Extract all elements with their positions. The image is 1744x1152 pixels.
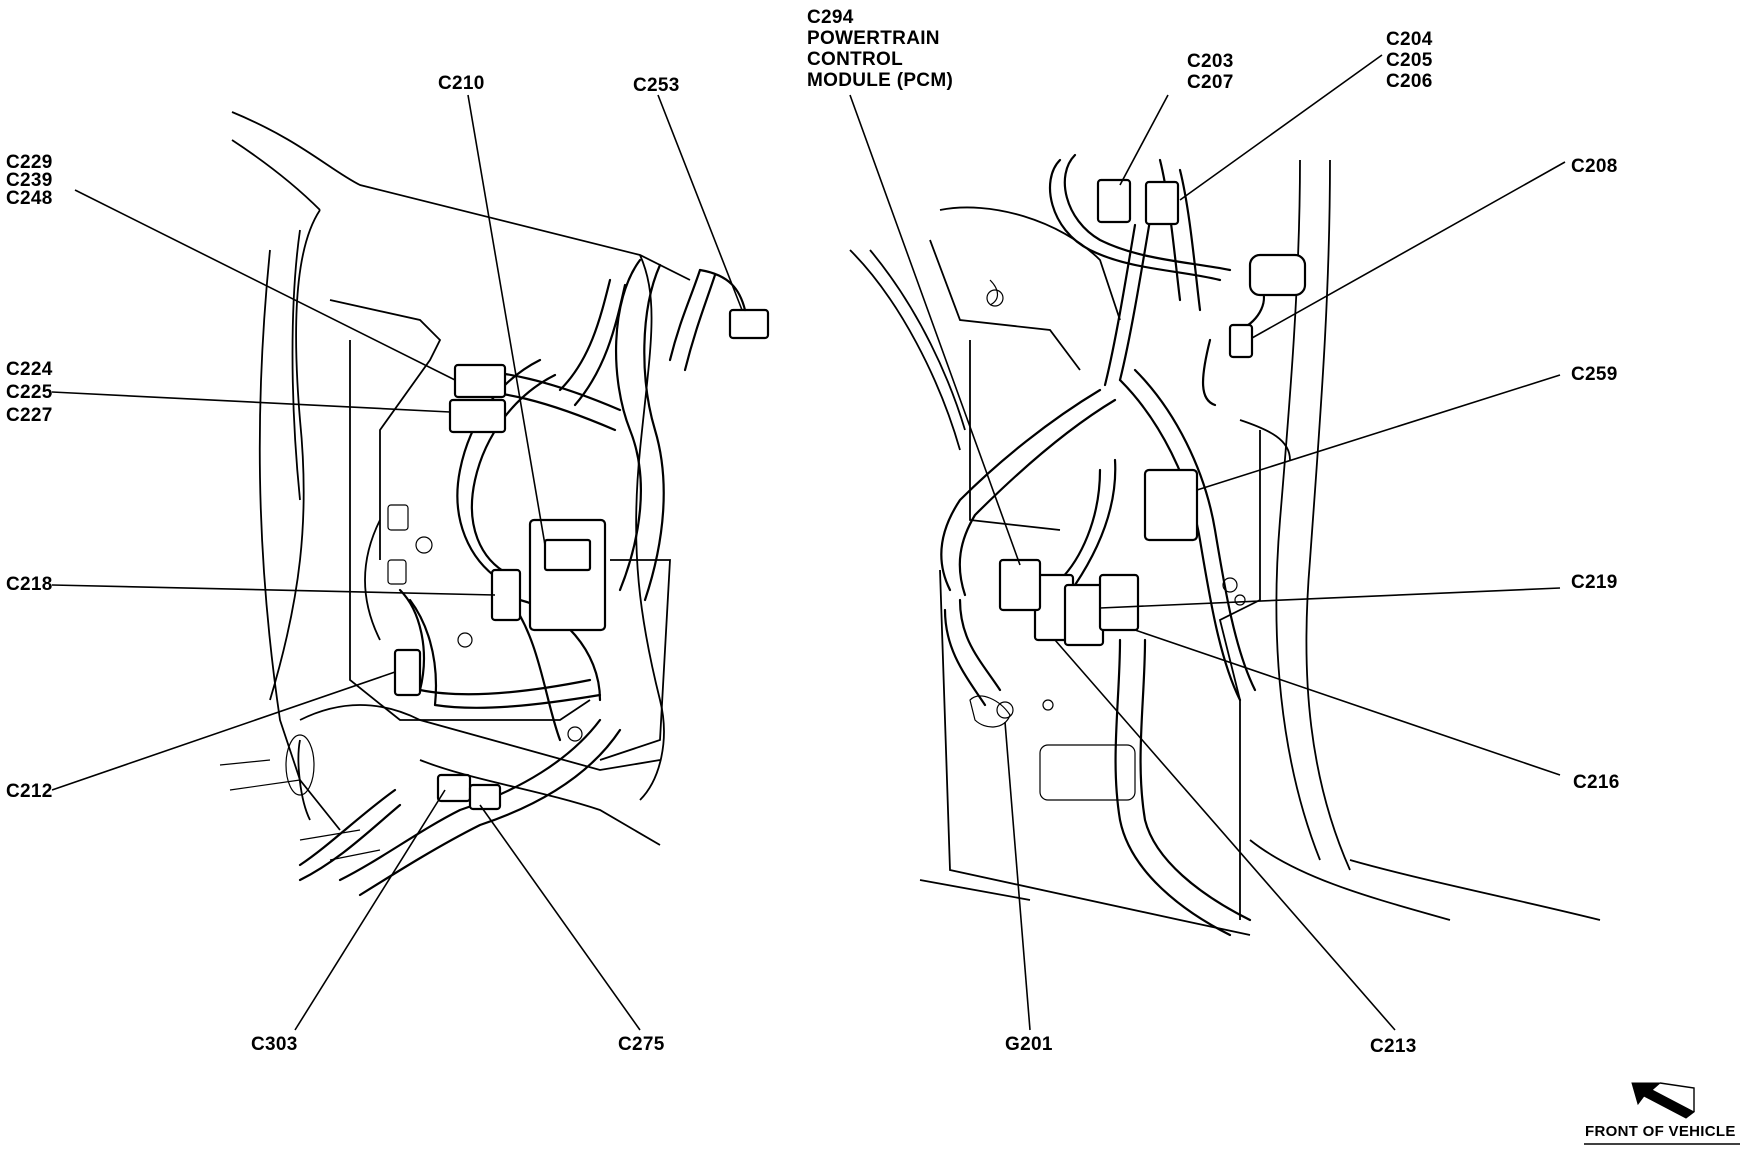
label-line: POWERTRAIN [807, 28, 940, 49]
right-wire-harness [940, 153, 1266, 937]
connector-c253 [728, 308, 770, 340]
label-c210: C210 [438, 73, 485, 94]
connector-c216 [1098, 573, 1140, 632]
label-c213: C213 [1370, 1036, 1417, 1057]
label-line: C204 [1386, 29, 1433, 50]
front-of-vehicle-label: FRONT OF VEHICLE [1585, 1123, 1736, 1140]
label-g201: G201 [1005, 1034, 1053, 1055]
connector-c219 [1063, 583, 1105, 647]
left-body-panel [219, 111, 691, 861]
connector-c229-block [453, 363, 507, 399]
connector-c275 [468, 783, 502, 811]
label-c259: C259 [1571, 364, 1618, 385]
label-c294-pcm: C294 POWERTRAIN CONTROL MODULE (PCM) [807, 7, 953, 91]
label-c212: C212 [6, 781, 53, 802]
connector-c208-grommet [1248, 253, 1307, 297]
connector-pcm [998, 558, 1042, 612]
label-line: C225 [6, 382, 53, 403]
connector-c224-block [448, 398, 507, 434]
label-c204-c206: C204 C205 C206 [1386, 29, 1433, 92]
label-line: C206 [1386, 71, 1433, 92]
connector-c208 [1228, 323, 1254, 359]
label-line: C229 [6, 152, 53, 173]
label-c219: C219 [1571, 572, 1618, 593]
front-direction-arrow-icon [1631, 1082, 1695, 1119]
connector-c303 [436, 773, 472, 803]
connector-c210 [528, 518, 607, 632]
connector-c259 [1143, 468, 1199, 542]
right-connectors [998, 178, 1307, 647]
label-line: C248 [6, 188, 53, 209]
label-line: C239 [6, 170, 53, 191]
connector-c212 [393, 648, 422, 697]
label-c224-c227: C224 C225 C227 [6, 358, 53, 427]
connector-c203 [1096, 178, 1132, 224]
label-line: C205 [1386, 50, 1433, 71]
label-line: C224 [6, 359, 53, 380]
label-line: MODULE (PCM) [807, 70, 954, 91]
label-c253: C253 [633, 75, 680, 96]
label-c275: C275 [618, 1034, 665, 1055]
label-c208: C208 [1571, 156, 1618, 177]
label-c218: C218 [6, 574, 53, 595]
label-line: C207 [1187, 72, 1234, 93]
label-c216: C216 [1573, 772, 1620, 793]
label-line: C203 [1187, 51, 1234, 72]
label-line: C294 [807, 7, 854, 28]
label-c303: C303 [251, 1034, 298, 1055]
label-c229-c248: C229 C239 C248 [6, 152, 53, 209]
connector-c204 [1144, 180, 1180, 226]
label-line: C227 [6, 405, 53, 426]
connector-c218 [490, 568, 522, 622]
label-line: CONTROL [807, 49, 904, 70]
label-c203-c207: C203 C207 [1187, 51, 1234, 93]
leader-lines [51, 54, 1566, 1031]
